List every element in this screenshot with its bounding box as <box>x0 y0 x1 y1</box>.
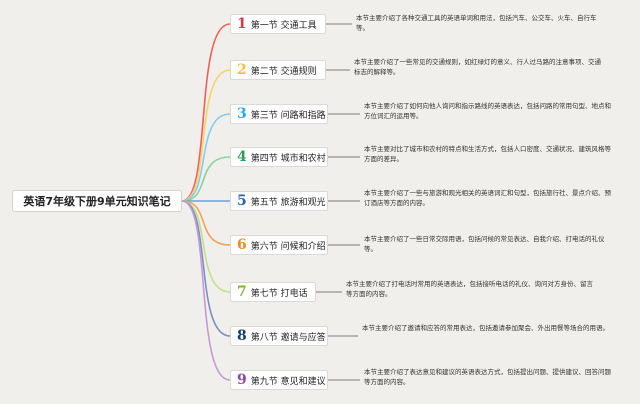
section-label: 第六节 问候和介绍 <box>250 241 326 252</box>
section-number: 3 <box>237 106 247 122</box>
section-label: 第三节 问路和指路 <box>250 110 326 121</box>
section-number: 7 <box>237 284 247 300</box>
section-label: 第八节 邀请与应答 <box>250 332 326 343</box>
section-description-5: 本节主要介绍了一些与旅游和观光相关的英语词汇和句型，包括旅行社、景点介绍、预订酒… <box>364 189 611 207</box>
branch-line-6 <box>181 200 231 246</box>
root-topic[interactable]: 英语7年级下册9单元知识笔记 <box>12 190 182 212</box>
branch-line-8 <box>181 200 231 337</box>
section-description-1: 本节主要介绍了各种交通工具的英语单词和用法，包括汽车、公交车、火车、自行车等。 <box>356 14 597 32</box>
branch-line-7 <box>181 200 231 293</box>
section-label: 第五节 旅游和观光 <box>250 197 326 208</box>
section-label: 第一节 交通工具 <box>250 20 317 31</box>
section-label: 第七节 打电话 <box>250 288 308 299</box>
section-description-3: 本节主要介绍了如何向他人询问和指示路线的英语表达，包括问路的常用句型、地点和方位… <box>364 102 611 120</box>
section-number: 5 <box>237 193 247 209</box>
section-description-7: 本节主要介绍了打电话时常用的英语表达，包括接听电话的礼仪、询问对方身份、留言等方… <box>346 280 593 298</box>
branch-line-3 <box>181 113 231 202</box>
section-description-4: 本节主要对比了城市和农村的特点和生活方式，包括人口密度、交通状况、建筑风格等方面… <box>364 145 611 163</box>
section-number: 9 <box>237 372 247 388</box>
section-description-8: 本节主要介绍了邀请和应答的常用表达，包括邀请参加聚会、外出用餐等场合的用语。 <box>362 324 609 332</box>
section-number: 2 <box>237 62 247 78</box>
branch-line-2 <box>181 69 231 202</box>
section-number: 6 <box>237 237 247 253</box>
section-description-9: 本节主要介绍了表达意见和建议的英语表达方式，包括提出问题、提供建议、回答问题等方… <box>364 368 611 386</box>
section-label: 第四节 城市和农村 <box>250 153 326 164</box>
section-description-2: 本节主要介绍了一些常见的交通规则，如红绿灯的意义、行人过马路的注意事项、交通标志… <box>354 58 601 76</box>
section-description-6: 本节主要介绍了一些日常交际用语，包括问候的常见表达、自我介绍、打电话的礼仪等。 <box>364 235 605 253</box>
branch-line-1 <box>181 23 231 202</box>
branch-line-4 <box>181 156 231 202</box>
section-label: 第九节 意见和建议 <box>250 376 326 387</box>
section-number: 4 <box>237 149 247 165</box>
section-number: 1 <box>237 16 247 32</box>
section-label: 第二节 交通规则 <box>250 66 317 77</box>
section-number: 8 <box>237 328 247 344</box>
branch-line-9 <box>181 200 231 381</box>
